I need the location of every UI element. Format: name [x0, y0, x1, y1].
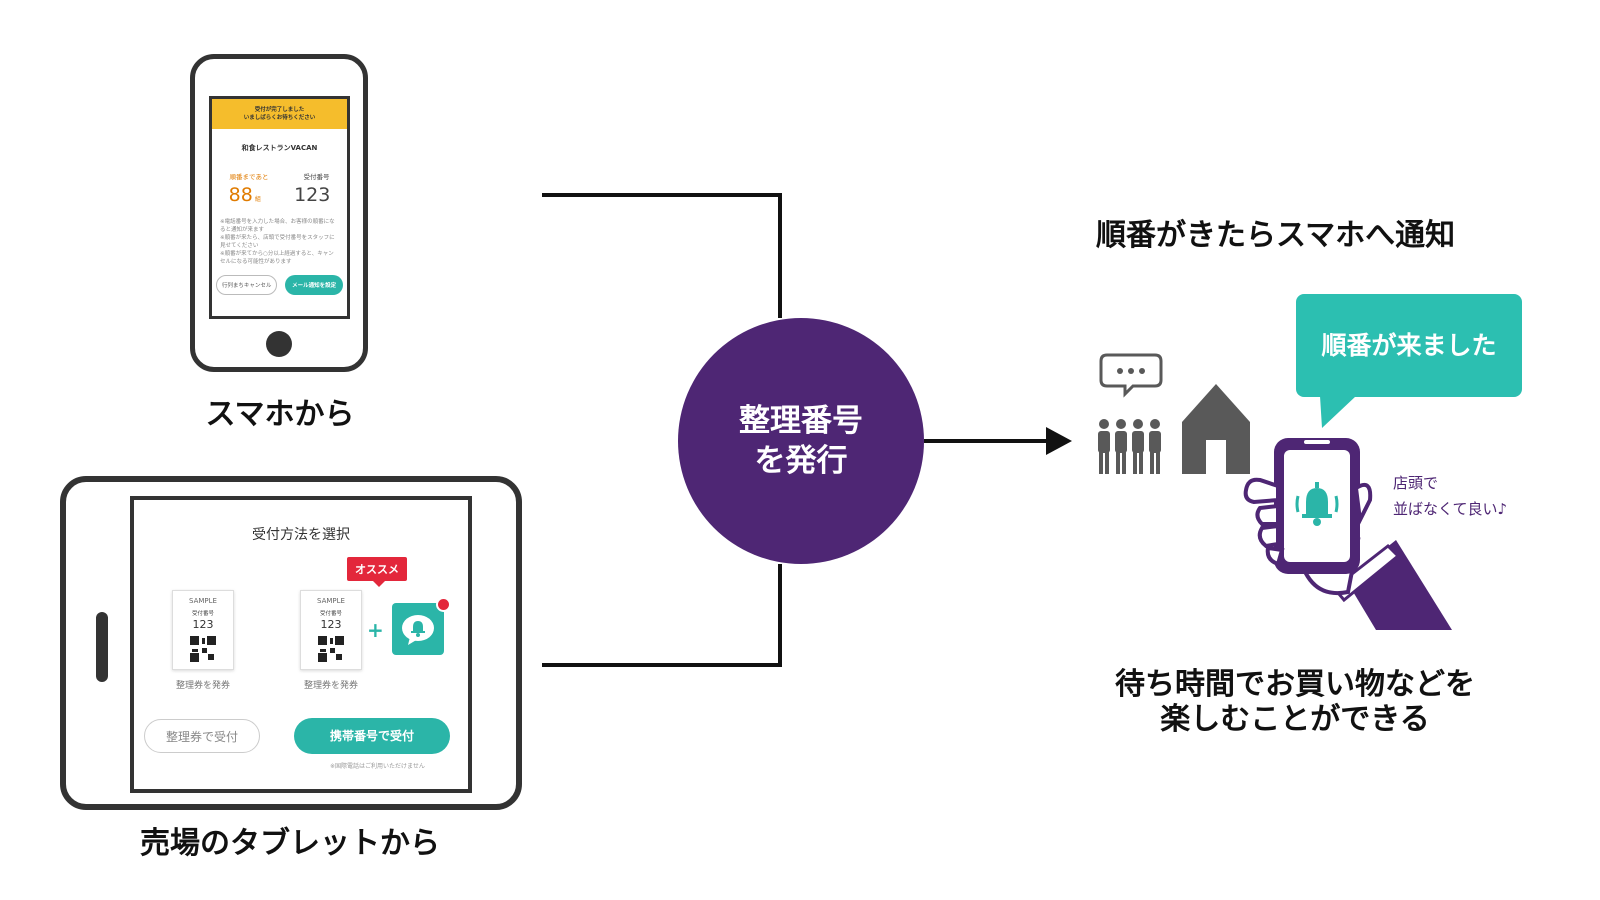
arrow-head [1046, 427, 1072, 455]
queue-count: 88 [228, 184, 253, 206]
ticket-sample: SAMPLE [189, 597, 217, 605]
restaurant-name: 和食レストランVACAN [241, 144, 318, 152]
notification-dot [436, 597, 451, 612]
recommended-badge: オススメ [347, 557, 407, 587]
smartphone-device: 受付が完了しました いましばらくお待ちください 和食レストランVACAN 順番ま… [190, 54, 368, 372]
queue-unit: 組 [254, 196, 261, 203]
ticket-sample: SAMPLE [317, 597, 345, 605]
bubble-tail [1320, 396, 1356, 428]
waiting-people-icon [1098, 353, 1163, 474]
tablet-caption: 売場のタブレットから [140, 826, 440, 861]
smartphone-screen: 受付が完了しました いましばらくお待ちください 和食レストランVACAN 順番ま… [209, 96, 350, 319]
shop-house-icon [1182, 384, 1250, 474]
phone-home-button [266, 331, 292, 357]
phone-ticket: SAMPLE 受付番号 123 [300, 590, 362, 670]
ticket-label: 受付番号 [191, 611, 214, 617]
issue-number-circle: 整理番号 を発行 [678, 318, 924, 564]
note-1: ※電話番号を入力した場合、お客様の順番になると通知が来ます [220, 219, 335, 233]
benefit-line-1: 待ち時間でお買い物などを [1115, 667, 1475, 702]
note-2: ※順番が来たら、店頭で受付番号をスタッフに見せてください [220, 235, 335, 249]
smartphone-caption: スマホから [205, 397, 355, 432]
no-queue-text: 店頭で 並ばなくて良い♪ [1393, 470, 1507, 522]
queue-label: 順番まであと [229, 173, 269, 181]
notification-app-icon [392, 603, 444, 655]
phone-number-button[interactable]: 携帯番号で受付 [294, 718, 450, 754]
ticket-number: 123 [294, 184, 331, 206]
tablet-device: 受付方法を選択 SAMPLE 受付番号 123 整理券を発券 SAMPLE 受付… [60, 476, 522, 810]
ticket-label: 受付番号 [303, 173, 330, 181]
notification-bubble: 順番が来ました [1296, 294, 1522, 397]
cancel-queue-button[interactable]: 行列まちキャンセル [215, 275, 278, 295]
tablet-home-slot [96, 612, 108, 682]
notify-heading: 順番がきたらスマホへ通知 [1096, 218, 1456, 253]
benefit-line-2: 楽しむことができる [1160, 702, 1430, 737]
no-queue-line-2: 並ばなくて良い♪ [1393, 500, 1508, 518]
phone-status-banner: 受付が完了しました いましばらくお待ちください [212, 99, 347, 129]
plus-icon: + [367, 618, 384, 642]
paper-ticket: SAMPLE 受付番号 123 [172, 590, 234, 670]
paper-ticket-button[interactable]: 整理券で受付 [144, 719, 260, 753]
connector-tablet [542, 564, 782, 667]
hand-phone-notification-icon [1243, 438, 1452, 630]
tablet-title: 受付方法を選択 [252, 527, 350, 543]
ticket-label: 受付番号 [319, 611, 342, 617]
banner-line-1: 受付が完了しました [254, 107, 305, 113]
ticket-number: 123 [192, 618, 214, 631]
circle-line-2: を発行 [754, 443, 848, 479]
ticket-caption: 整理券を発券 [175, 681, 230, 691]
international-call-note: ※国際電話はご利用いただけません [330, 763, 425, 770]
tablet-screen: 受付方法を選択 SAMPLE 受付番号 123 整理券を発券 SAMPLE 受付… [130, 496, 472, 793]
no-queue-line-1: 店頭で [1393, 474, 1439, 492]
benefit-text: 待ち時間でお買い物などを 楽しむことができる [1090, 667, 1500, 737]
note-3: ※順番が来てから○分以上経過すると、キャンセルになる可能性があります [220, 251, 334, 265]
mail-notify-button[interactable]: メール通知を設定 [285, 275, 344, 295]
ticket-number: 123 [320, 618, 342, 631]
connector-phone [542, 193, 782, 318]
qr-code-icon [318, 636, 344, 662]
circle-line-1: 整理番号 [739, 403, 863, 439]
phone-notes: ※電話番号を入力した場合、お客様の順番になると通知が来ます ※順番が来たら、店頭… [212, 218, 347, 266]
banner-line-2: いましばらくお待ちください [243, 115, 316, 121]
chat-bell-icon [402, 615, 434, 645]
ticket-caption: 整理券を発券 [303, 681, 358, 691]
qr-code-icon [190, 636, 216, 662]
